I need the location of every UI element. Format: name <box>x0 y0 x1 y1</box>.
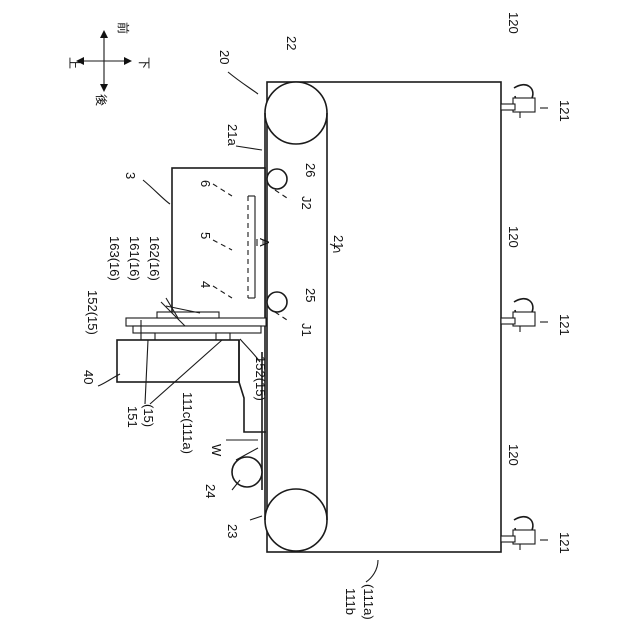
label-163: 163(16) <box>107 236 122 281</box>
roller-24 <box>232 457 262 487</box>
label-121-bot: 121 <box>557 532 572 554</box>
block-151a <box>141 333 155 340</box>
hook-middle <box>501 299 535 332</box>
conveyor <box>265 82 327 551</box>
label-A: A <box>257 238 272 247</box>
label-21: 21 <box>331 235 346 249</box>
label-120-top: 120 <box>506 12 521 34</box>
label-111c: 111c(111a) <box>180 392 195 454</box>
label-22: 22 <box>284 36 299 50</box>
label-15: (15) <box>141 404 156 427</box>
hook-top <box>501 85 535 118</box>
label-40: 40 <box>81 370 96 384</box>
label-W: W <box>209 444 224 457</box>
roller-25 <box>267 292 287 312</box>
label-6: 6 <box>198 180 213 187</box>
label-161: 161(16) <box>127 236 142 281</box>
compass-back: 後 <box>94 94 108 106</box>
block-151b <box>216 333 230 340</box>
label-111b: 111b <box>343 588 358 615</box>
label-23: 23 <box>225 524 240 538</box>
label-120-bot: 120 <box>506 444 521 466</box>
roller-26 <box>267 169 287 189</box>
label-151: 151 <box>125 406 140 428</box>
label-162: 162(16) <box>147 236 162 281</box>
label-J1: J1 <box>299 323 314 337</box>
rail-161 <box>133 326 261 333</box>
compass-up: 上 <box>67 57 81 69</box>
label-26: 26 <box>303 163 318 177</box>
label-5: 5 <box>198 232 213 239</box>
label-J2: J2 <box>299 196 314 210</box>
label-121-mid: 121 <box>557 314 572 336</box>
label-25: 25 <box>303 288 318 302</box>
label-3: 3 <box>123 172 138 179</box>
pulley-23 <box>265 489 327 551</box>
head-box <box>172 168 265 322</box>
label-152-bot: 152(15) <box>253 356 268 401</box>
rail-162 <box>157 312 219 318</box>
label-20: 20 <box>217 50 232 64</box>
label-111a: (111a) <box>361 584 376 620</box>
head-unit <box>172 168 265 322</box>
label-120-mid: 120 <box>506 226 521 248</box>
label-21a: 21a <box>225 124 240 146</box>
hook-bottom <box>501 517 535 550</box>
main-frame <box>267 82 501 552</box>
label-4: 4 <box>198 281 213 288</box>
rail-163 <box>126 318 266 326</box>
support-box <box>117 340 239 382</box>
label-24: 24 <box>203 484 218 498</box>
pulley-22 <box>265 82 327 144</box>
compass-down: 下 <box>137 57 151 69</box>
compass: 前 上 下 後 <box>67 22 151 106</box>
compass-front: 前 <box>116 22 131 34</box>
label-121-top: 121 <box>557 100 572 122</box>
label-152-top: 152(15) <box>85 290 100 335</box>
